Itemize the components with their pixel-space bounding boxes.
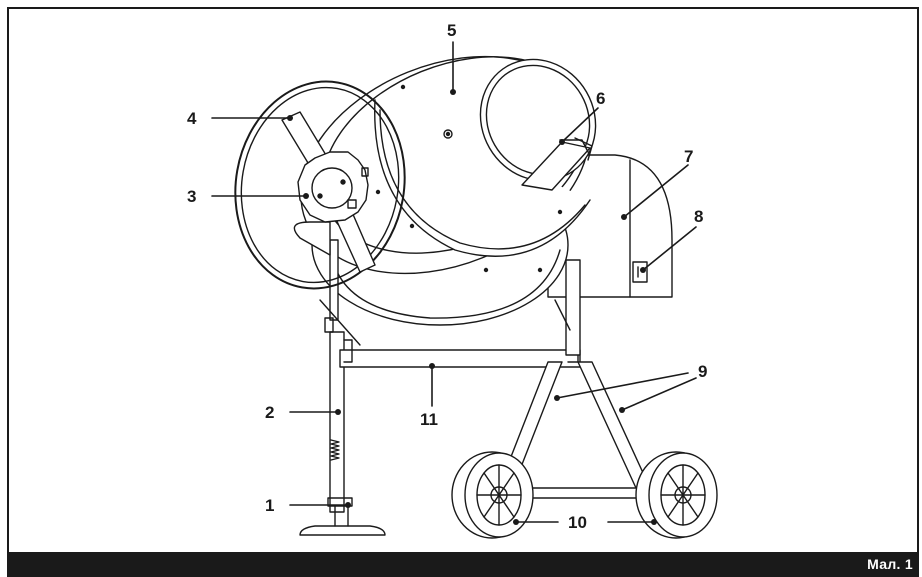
callout-6: 6 (596, 89, 605, 108)
callout-8: 8 (694, 207, 703, 226)
callout-3: 3 (187, 187, 196, 206)
mixing-blade (521, 137, 593, 191)
callout-10: 10 (568, 513, 587, 532)
callout-5: 5 (447, 21, 456, 40)
callout-labels: 1 2 3 4 5 6 7 8 9 10 11 (187, 21, 707, 532)
wheel-left (451, 451, 534, 539)
callout-7: 7 (684, 147, 693, 166)
gear-hub (297, 151, 369, 223)
figure-caption-bar: Мал. 1 (7, 552, 919, 577)
crossbar (339, 339, 581, 368)
figure-caption: Мал. 1 (867, 556, 913, 572)
power-switch (632, 261, 648, 283)
leader-dots (287, 89, 657, 525)
wheel-right (635, 451, 718, 539)
callout-4: 4 (187, 109, 197, 128)
callout-11: 11 (420, 410, 438, 429)
callout-9: 9 (698, 362, 707, 381)
concrete-mixer-drawing: 1 2 3 4 5 6 7 8 9 10 11 (187, 21, 718, 539)
leader-lines (211, 41, 697, 523)
callout-2: 2 (265, 403, 274, 422)
mixer-drum (300, 55, 597, 326)
support-leg (299, 239, 386, 536)
callout-1: 1 (265, 496, 274, 515)
